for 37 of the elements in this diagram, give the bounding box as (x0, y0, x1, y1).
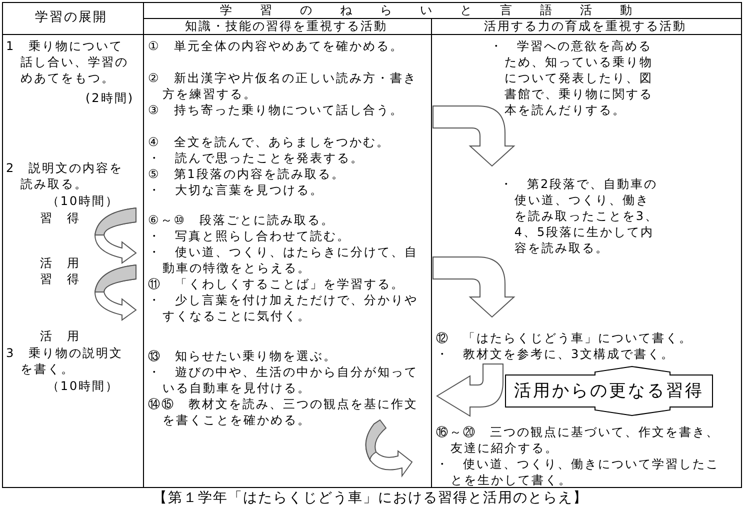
table-text: ・ 使い道、つくり、はたらきに分けて、自動車の特徴をとらえる。 (148, 244, 419, 276)
table-text: ・ 遊びの中や、生活の中から自分が知っている自動車を見付ける。 (148, 364, 419, 396)
table-text: 2 説明文の内容を読み取る。 (6, 160, 124, 192)
table-text: ⑯～⑳ 三つの観点に基づいて、作文を書き、友達に紹介する。 (436, 424, 720, 456)
table-text: ⑭⑮ 教材文を読み、三つの観点を基に作文を書くことを確かめる。 (148, 396, 419, 428)
table-text: 活 用 (40, 255, 82, 271)
callout-box: 活用からの更なる習得 (505, 366, 713, 416)
table-text: ・ 大切な言葉を見つける。 (148, 182, 324, 198)
table-text: ④ 全文を読んで、あらましをつかむ。 (148, 134, 391, 150)
table-text: ・ 使い道、つくり、働きについて学習したことを生かして書く。 (436, 456, 720, 488)
table-text: ⑬ 知らせたい乗り物を選ぶ。 (148, 348, 338, 364)
column-header: 活用する力の育成を重視する活動 (482, 18, 688, 34)
table-text: ・ 教材文を参考に、3文構成で書く。 (436, 346, 676, 362)
table-text: 習 得 (40, 210, 82, 226)
table-text: （10時間） (46, 378, 120, 394)
table-text: 活 用 (40, 328, 82, 344)
table-text: ② 新出漢字や片仮名の正しい読み方・書き方を練習する。 (148, 70, 418, 102)
column-header: 学習の展開 (34, 10, 108, 26)
table-text: ③ 持ち寄った乗り物について話し合う。 (148, 102, 404, 118)
caption: 【第１学年「はたらくじどう車」における習得と活用のとらえ】 (152, 489, 589, 507)
table-text: ⑤ 第1段落の内容を読み取る。 (148, 166, 346, 182)
table-text: （10時間） (46, 193, 120, 209)
table-text: ・ 少し言葉を付け加えただけで、分かりやすくなることに気付く。 (148, 292, 419, 324)
table-text: ⑥～⑩ 段落ごとに読み取る。 (148, 212, 336, 228)
table-text: ・ 写真と照らし合わせて読む。 (148, 228, 352, 244)
table-text: ・ 学習への意欲を高めるため、知っている乗り物について発表したり、図書館で、乗り物に関する本を読んだりする。 (490, 38, 654, 118)
table-text: ⑫ 「はたらくじどう車」について書く。 (436, 330, 694, 346)
table-text: (2時間) (84, 90, 135, 106)
column-header: 知識・技能の習得を重視する活動 (184, 18, 388, 34)
table-text: ・ 読んで思ったことを発表する。 (148, 150, 365, 166)
table-text: 1 乗り物について話し合い、学習のめあてをもつ。 (6, 38, 130, 86)
column-header: 学習のねらいと言語活動 (219, 2, 661, 18)
table-text: ・ 第2段落で、自動車の使い道、つくり、働きを読み取ったことを3、4、5段落に生かして内容を読み取る。 (500, 176, 660, 256)
table-text: 3 乗り物の説明文を書く。 (6, 345, 124, 377)
table-text: ⑪ 「くわしくすることば」を学習する。 (148, 276, 406, 292)
table-text: ① 単元全体の内容やめあてを確かめる。 (148, 38, 404, 54)
table-text: 習 得 (40, 271, 82, 287)
